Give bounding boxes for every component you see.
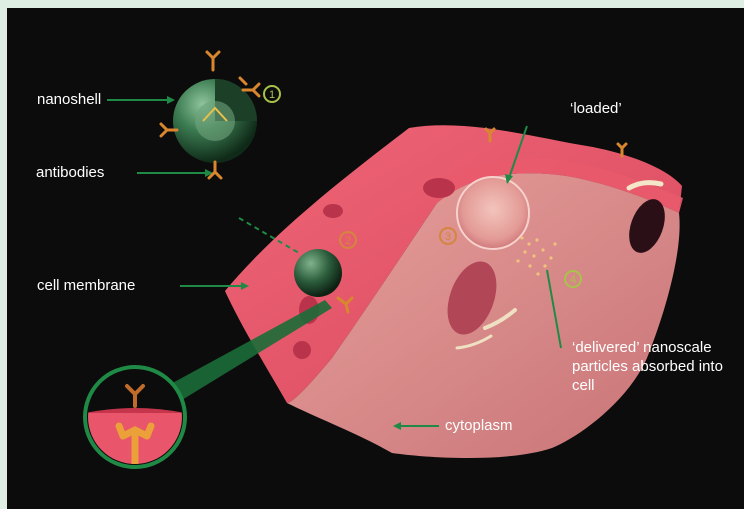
label-cytoplasm: cytoplasm: [445, 416, 513, 435]
label-antibodies: antibodies: [36, 163, 104, 182]
step-4-number: 4: [570, 274, 576, 286]
membrane-pore: [423, 178, 455, 198]
step-3-number: 3: [445, 231, 451, 243]
step-2-number: 2: [345, 235, 351, 247]
step-1-number: 1: [269, 89, 275, 101]
nanoshell-particle: [173, 79, 257, 163]
label-cell-membrane: cell membrane: [37, 276, 135, 295]
loaded-vesicle: [457, 177, 529, 249]
label-nanoshell: nanoshell: [37, 90, 101, 109]
nanoshell-docked: [294, 249, 342, 297]
label-loaded: ‘loaded’: [570, 99, 622, 118]
diagram-canvas: 1 2 3 4 nanoshell antibodies cell membra…: [7, 8, 744, 509]
cell-delivery-illustration: 1 2 3 4: [7, 8, 744, 509]
membrane-pore: [323, 204, 343, 218]
label-delivered: ‘delivered’ nanoscale particles absorbed…: [572, 338, 744, 395]
membrane-pore: [293, 341, 311, 359]
